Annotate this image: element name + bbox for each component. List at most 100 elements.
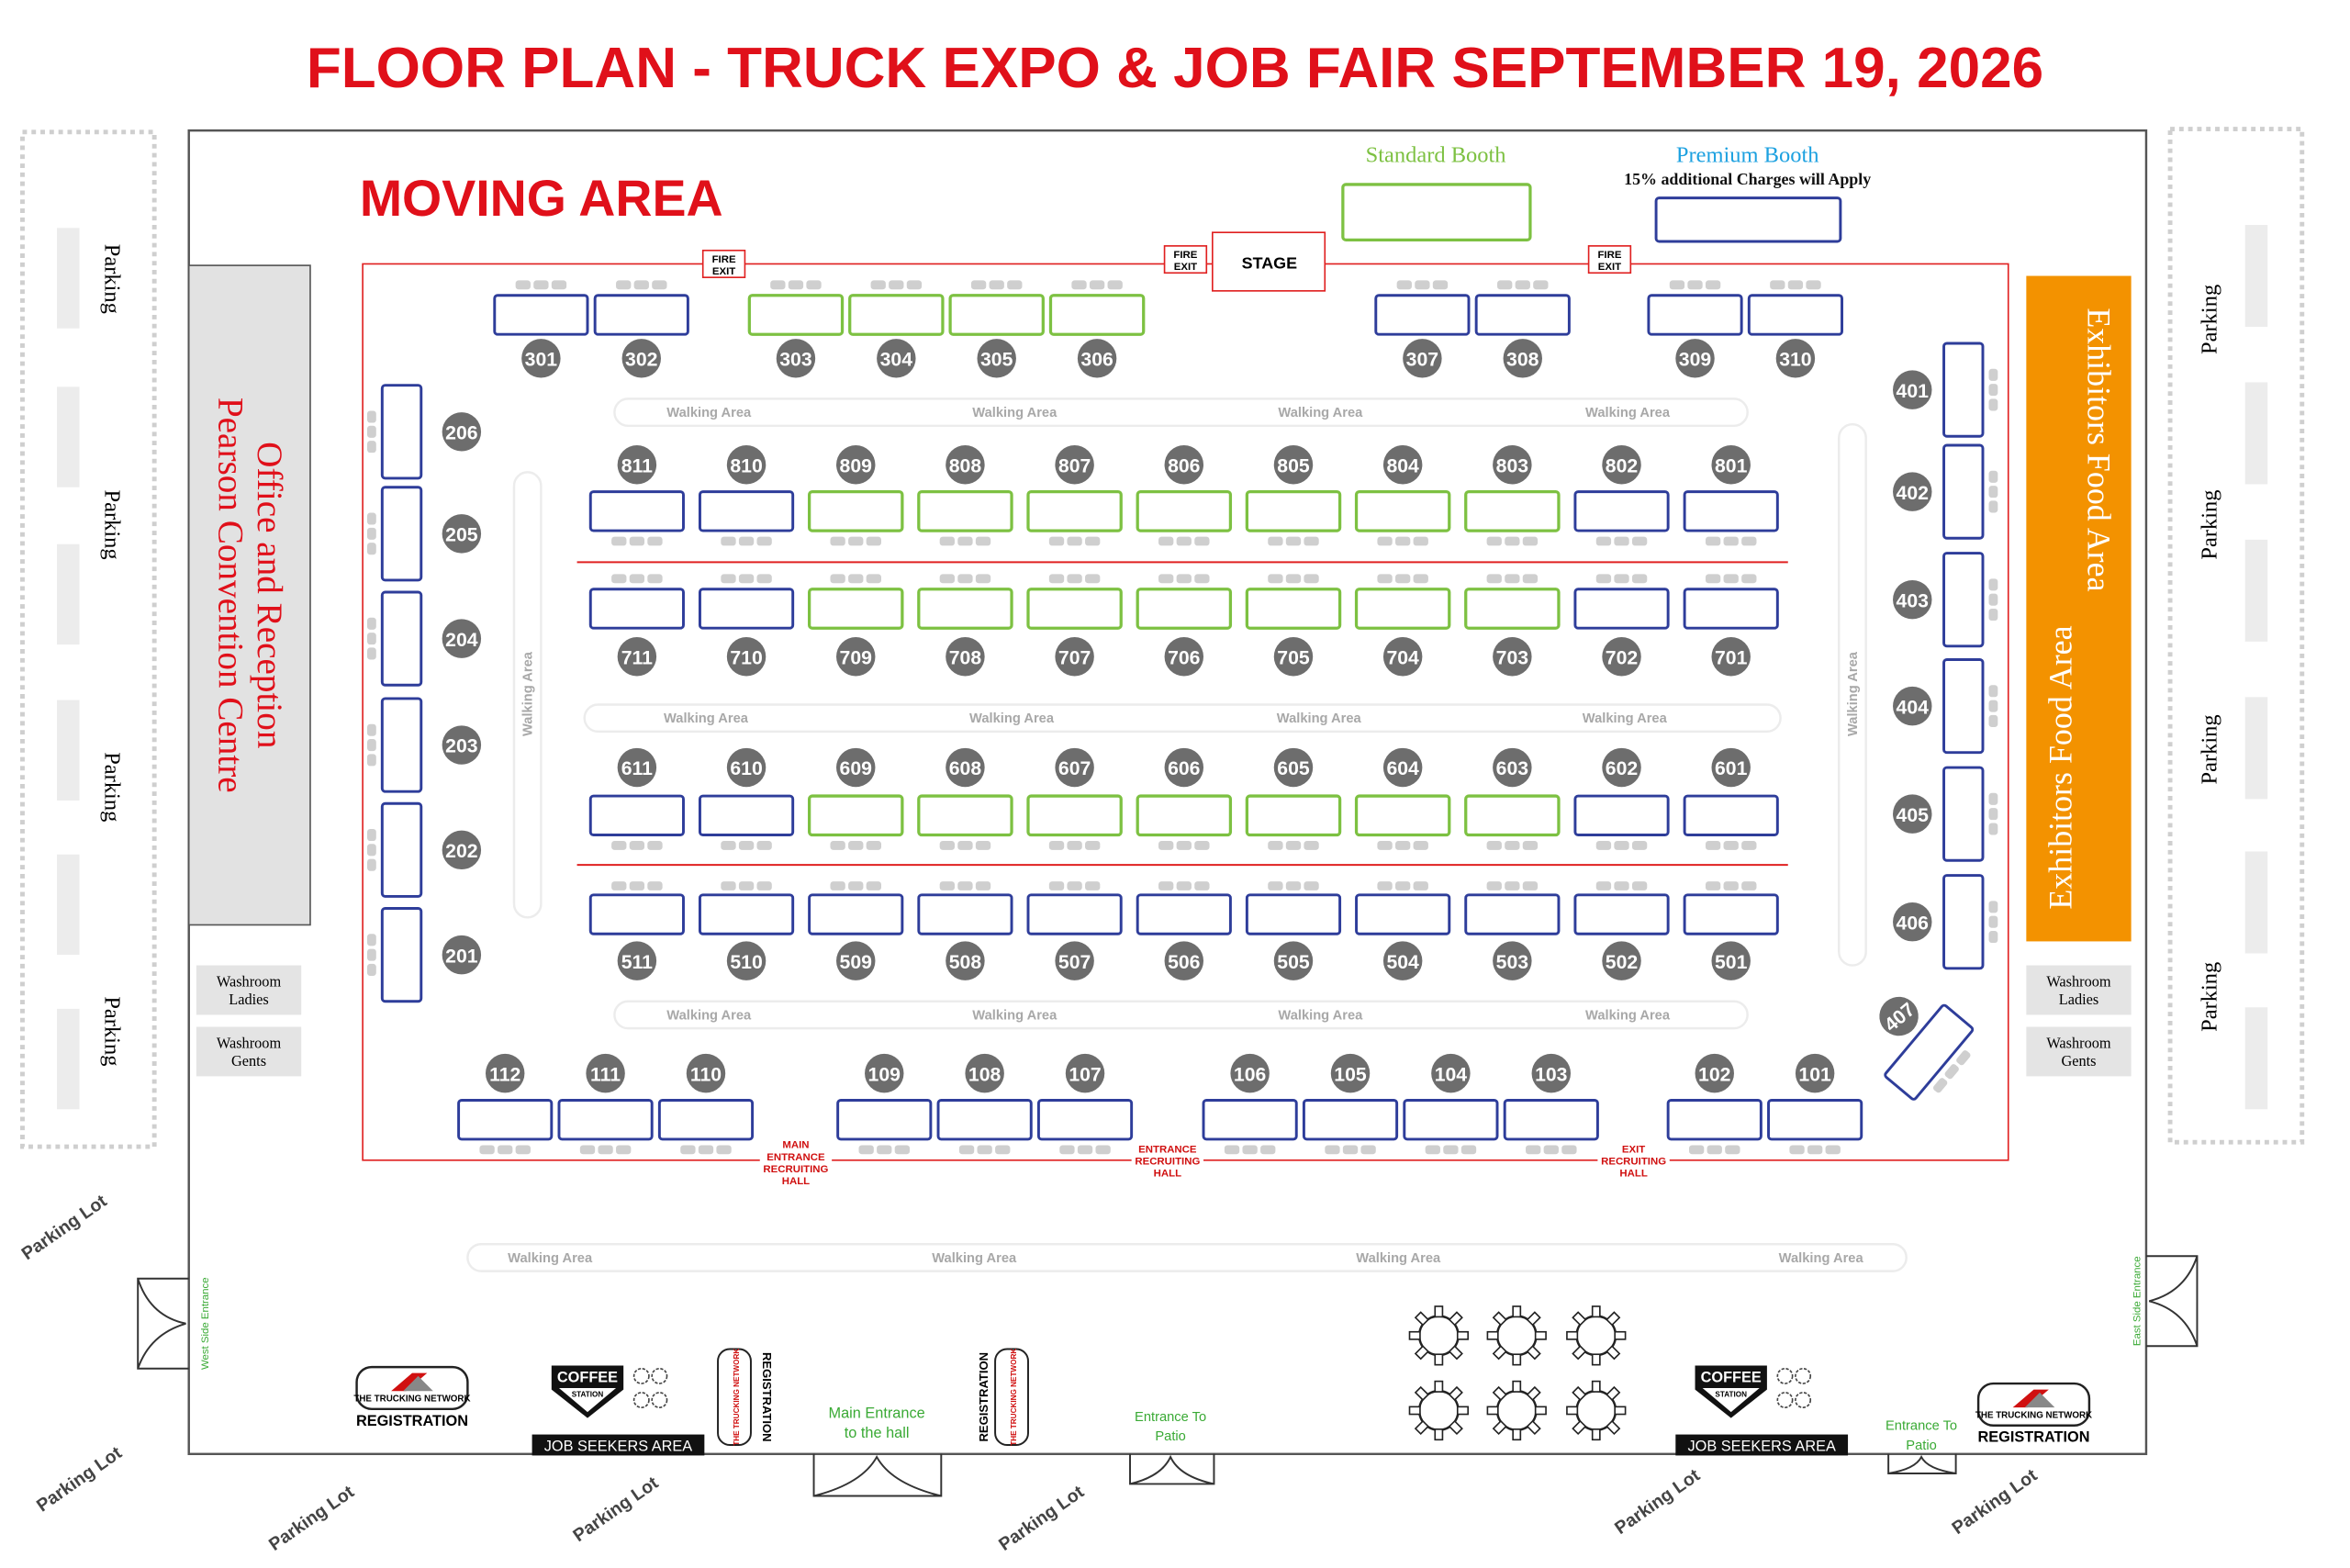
premium-booth[interactable]	[1202, 1099, 1298, 1141]
standard-booth[interactable]	[1354, 490, 1451, 532]
standard-booth[interactable]	[1245, 588, 1342, 630]
premium-booth[interactable]	[1683, 588, 1779, 630]
booth-305[interactable]: 305	[948, 280, 1045, 378]
standard-booth[interactable]	[808, 490, 904, 532]
booth-601[interactable]: 601	[1683, 747, 1779, 850]
premium-booth[interactable]	[1573, 490, 1670, 532]
booth-703[interactable]: 703	[1464, 574, 1561, 677]
premium-booth[interactable]	[380, 907, 423, 1003]
booth-711[interactable]: 711	[588, 574, 685, 677]
west-side-entrance-door[interactable]	[137, 1277, 189, 1370]
premium-booth[interactable]	[1942, 552, 1985, 648]
premium-booth[interactable]	[1573, 588, 1670, 630]
premium-booth[interactable]	[1026, 893, 1123, 935]
booth-104[interactable]: 104	[1403, 1053, 1499, 1155]
booth-606[interactable]: 606	[1136, 747, 1233, 850]
booth-506[interactable]: 506	[1136, 881, 1232, 980]
booth-706[interactable]: 706	[1136, 574, 1233, 677]
booth-302[interactable]: 302	[593, 280, 689, 378]
standard-booth[interactable]	[948, 294, 1045, 336]
booth-503[interactable]: 503	[1464, 881, 1561, 980]
premium-booth[interactable]	[1355, 893, 1451, 935]
standard-booth[interactable]	[808, 794, 904, 837]
booth-609[interactable]: 609	[808, 747, 904, 850]
booth-605[interactable]: 605	[1245, 747, 1342, 850]
premium-booth[interactable]	[588, 794, 685, 836]
booth-206[interactable]: 206	[367, 384, 482, 480]
premium-booth[interactable]	[1942, 443, 1985, 540]
standard-booth[interactable]	[1136, 490, 1233, 532]
standard-booth[interactable]	[848, 294, 945, 336]
booth-611[interactable]: 611	[588, 747, 685, 850]
standard-booth[interactable]	[1245, 794, 1342, 837]
booth-205[interactable]: 205	[367, 486, 482, 582]
booth-504[interactable]: 504	[1355, 881, 1451, 980]
booth-509[interactable]: 509	[808, 881, 904, 980]
premium-booth[interactable]	[1647, 294, 1743, 336]
booth-204[interactable]: 204	[367, 590, 482, 687]
booth-806[interactable]: 806	[1136, 445, 1233, 546]
premium-booth[interactable]	[1503, 1099, 1599, 1141]
premium-booth[interactable]	[380, 697, 423, 793]
booth-508[interactable]: 508	[917, 881, 1013, 980]
premium-booth[interactable]	[1666, 1099, 1762, 1141]
booth-607[interactable]: 607	[1026, 747, 1123, 850]
booth-404[interactable]: 404	[1893, 658, 1998, 755]
booth-101[interactable]: 101	[1767, 1053, 1863, 1155]
booth-708[interactable]: 708	[917, 574, 1013, 677]
booth-109[interactable]: 109	[836, 1053, 933, 1155]
booth-403[interactable]: 403	[1893, 552, 1998, 648]
premium-booth[interactable]	[593, 294, 689, 336]
premium-booth[interactable]	[1302, 1099, 1399, 1141]
premium-booth[interactable]	[698, 490, 795, 532]
premium-booth[interactable]	[1245, 893, 1342, 935]
booth-811[interactable]: 811	[588, 445, 685, 546]
standard-booth[interactable]	[1354, 794, 1451, 837]
premium-booth[interactable]	[698, 893, 795, 935]
standard-booth[interactable]	[1026, 490, 1123, 532]
booth-303[interactable]: 303	[747, 280, 845, 378]
booth-301[interactable]: 301	[493, 280, 589, 378]
booth-103[interactable]: 103	[1503, 1053, 1599, 1155]
booth-402[interactable]: 402	[1893, 443, 1998, 540]
booth-707[interactable]: 707	[1026, 574, 1123, 677]
booth-810[interactable]: 810	[698, 445, 795, 546]
booth-805[interactable]: 805	[1245, 445, 1342, 546]
booth-102[interactable]: 102	[1666, 1053, 1762, 1155]
booth-801[interactable]: 801	[1683, 445, 1779, 546]
booth-401[interactable]: 401	[1893, 342, 1998, 438]
premium-booth[interactable]	[836, 1099, 933, 1141]
booth-502[interactable]: 502	[1573, 881, 1670, 980]
premium-booth[interactable]	[588, 893, 685, 935]
standard-booth[interactable]	[1048, 294, 1146, 336]
premium-booth[interactable]	[588, 490, 685, 532]
standard-booth[interactable]	[808, 588, 904, 630]
booth-808[interactable]: 808	[917, 445, 1013, 546]
booth-202[interactable]: 202	[367, 801, 482, 898]
standard-booth[interactable]	[1464, 490, 1561, 532]
premium-booth[interactable]	[1403, 1099, 1499, 1141]
premium-booth[interactable]	[1374, 294, 1471, 336]
booth-201[interactable]: 201	[367, 907, 482, 1003]
booth-802[interactable]: 802	[1573, 445, 1670, 546]
premium-booth[interactable]	[457, 1099, 554, 1141]
booth-704[interactable]: 704	[1354, 574, 1451, 677]
booth-804[interactable]: 804	[1354, 445, 1451, 546]
premium-booth[interactable]	[380, 384, 423, 480]
main-entrance-door[interactable]	[812, 1453, 943, 1497]
premium-booth[interactable]	[1474, 294, 1571, 336]
booth-306[interactable]: 306	[1048, 280, 1146, 378]
premium-booth[interactable]	[1767, 1099, 1863, 1141]
booth-308[interactable]: 308	[1474, 280, 1571, 378]
booth-406[interactable]: 406	[1893, 874, 1998, 970]
standard-booth[interactable]	[1136, 588, 1233, 630]
booth-702[interactable]: 702	[1573, 574, 1670, 677]
booth-809[interactable]: 809	[808, 445, 904, 546]
premium-booth[interactable]	[1683, 893, 1779, 935]
premium-booth[interactable]	[1884, 1003, 1975, 1101]
premium-booth[interactable]	[657, 1099, 755, 1141]
premium-booth[interactable]	[1036, 1099, 1134, 1141]
standard-booth[interactable]	[1026, 794, 1123, 837]
premium-booth[interactable]	[380, 486, 423, 582]
booth-405[interactable]: 405	[1893, 766, 1998, 862]
